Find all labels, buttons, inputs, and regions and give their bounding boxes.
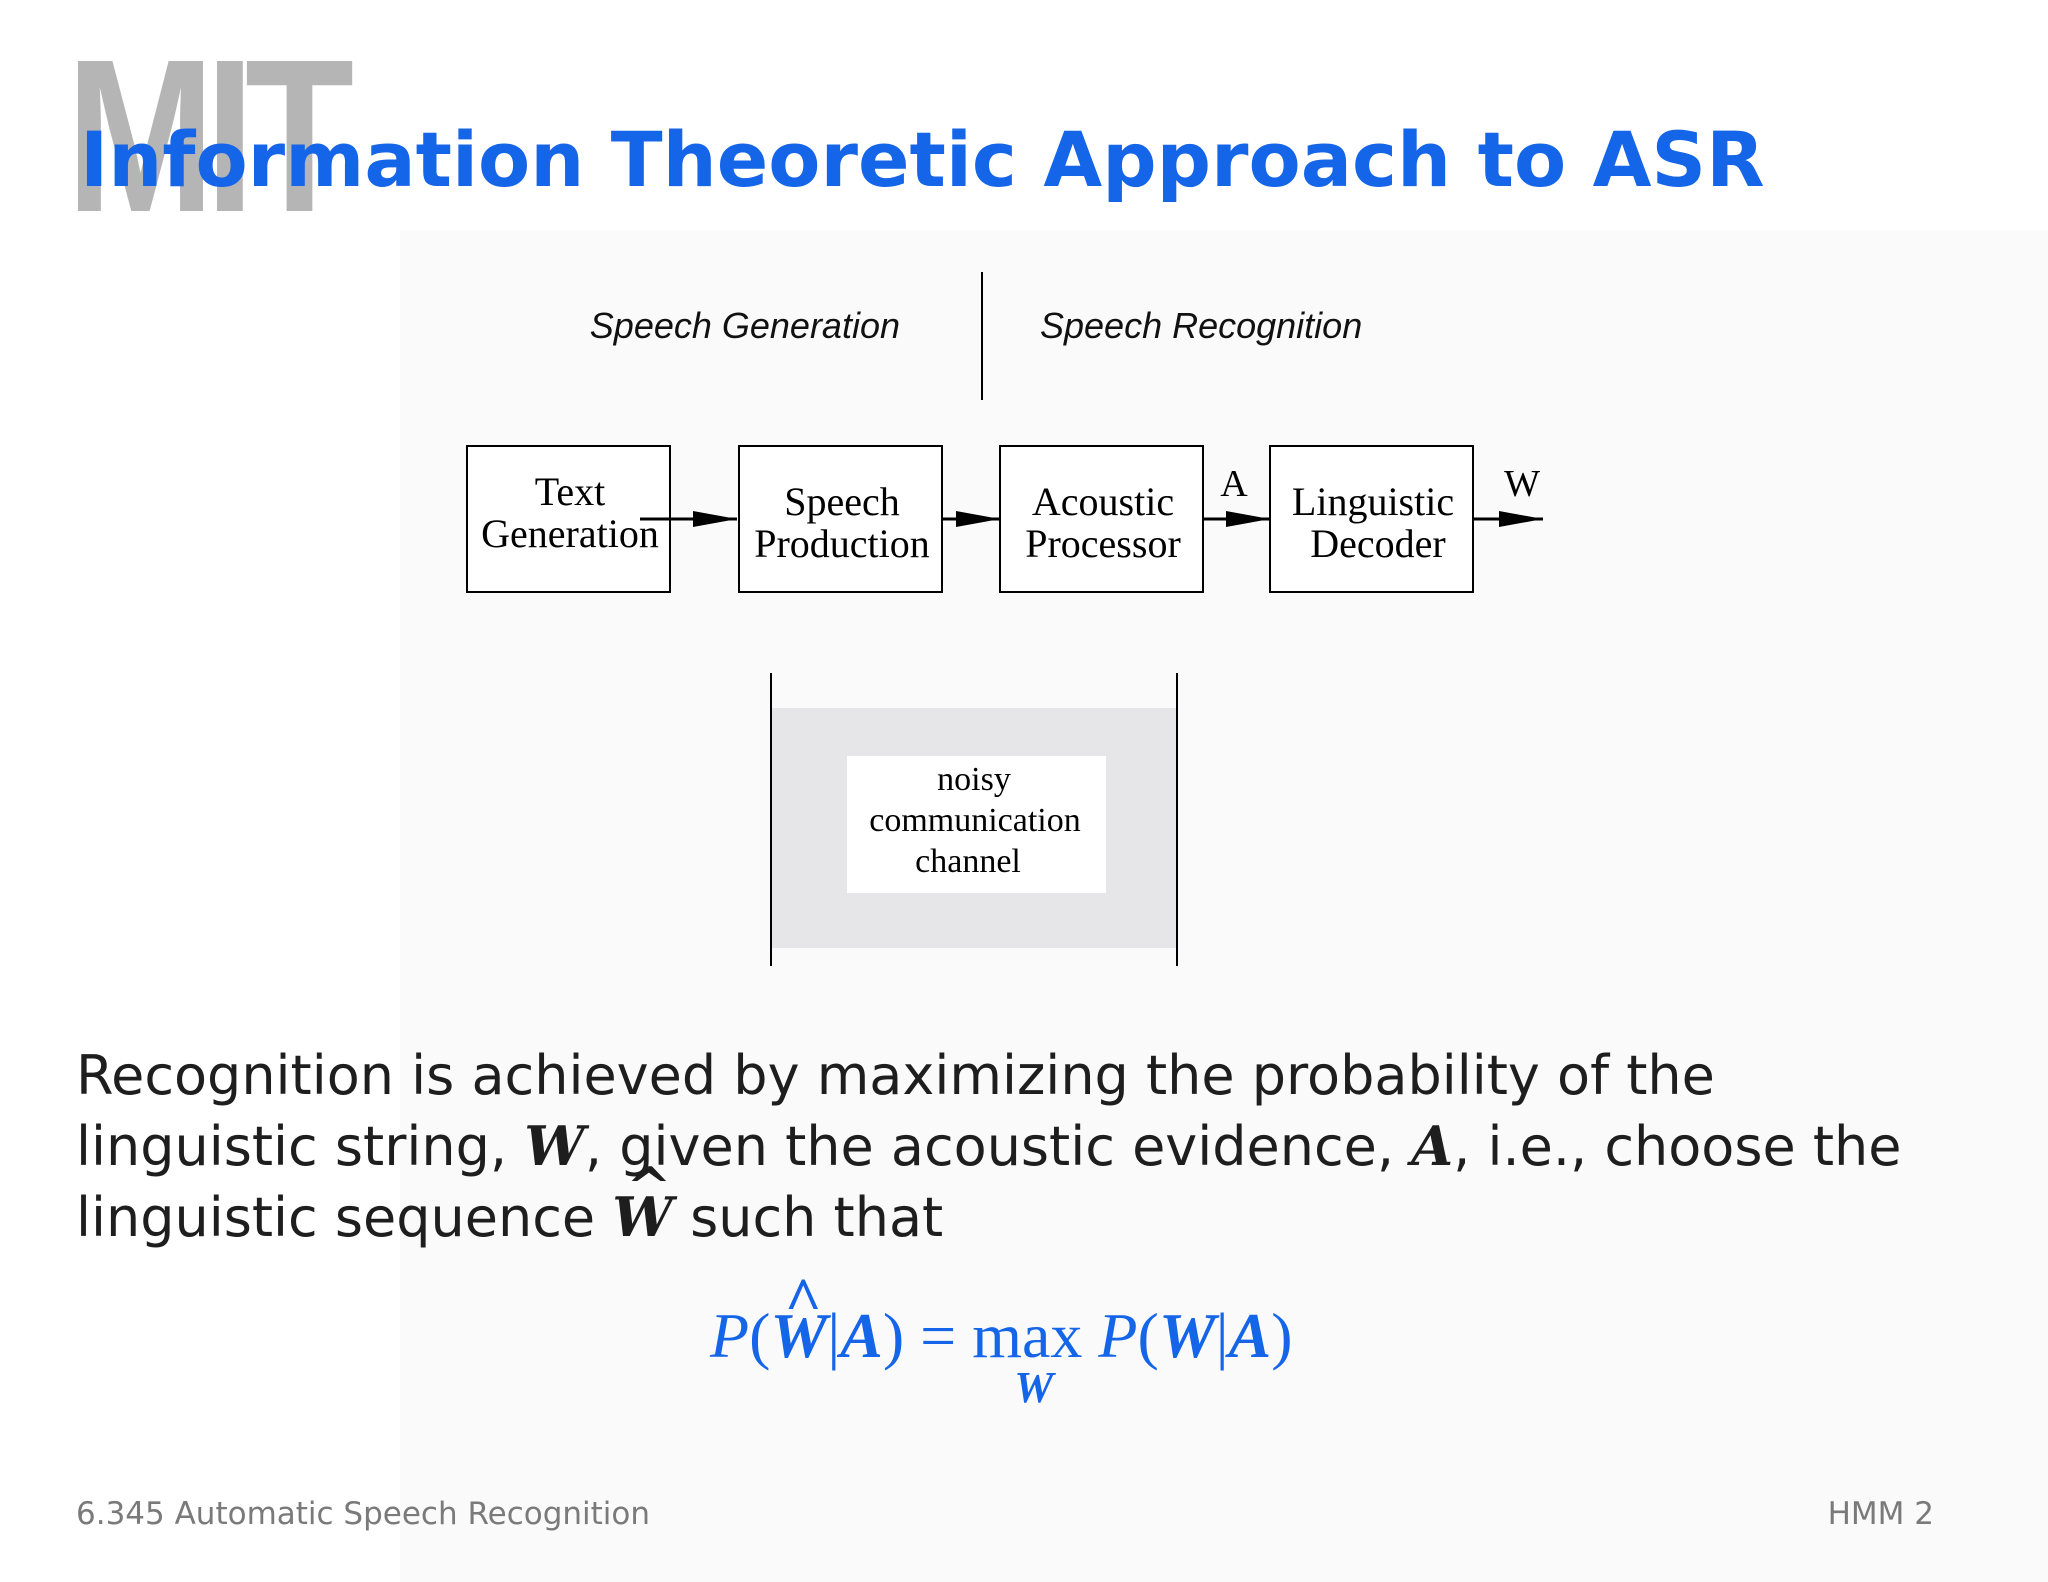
eq-max-label: max [972, 1300, 1083, 1371]
body-line-2-mid: , given the acoustic evidence, [584, 1115, 1412, 1178]
eq-a2: A [1228, 1300, 1272, 1371]
arrow-label-w: W [1504, 463, 1540, 505]
block-speech-production-line1: Speech [784, 479, 900, 524]
eq-open: ( [749, 1300, 771, 1371]
speech-recognition-label: Speech Recognition [1040, 305, 1362, 346]
eq-w-hat: ^W [770, 1264, 828, 1376]
speech-generation-label: Speech Generation [590, 305, 900, 346]
body-line-3: linguistic sequence ^W such that [76, 1155, 1976, 1253]
hat-accent: ^ [626, 1155, 672, 1219]
eq-w2: W [1158, 1300, 1216, 1371]
block-text-generation-line2: Generation [481, 511, 659, 556]
math-w-hat-letter: W [612, 1185, 673, 1249]
channel-line2: communication [869, 802, 1081, 839]
math-w: W [524, 1114, 585, 1178]
body-line-2: linguistic string, W, given the acoustic… [76, 1111, 1976, 1182]
body-line-2-pre: linguistic string, [76, 1115, 525, 1178]
body-line-3-post: such that [672, 1186, 944, 1249]
body-line-1: Recognition is achieved by maximizing th… [76, 1044, 1715, 1107]
eq-close2: ) [1271, 1300, 1293, 1371]
slide-title: Information Theoretic Approach to ASR [80, 115, 1765, 204]
eq-w-hat-letter: W [770, 1300, 828, 1371]
block-speech-production-line2: Production [754, 521, 930, 566]
block-linguistic-decoder-line1: Linguistic [1292, 479, 1454, 524]
arrow-label-a: A [1220, 463, 1248, 505]
block-text-generation-line1: Text [535, 469, 606, 514]
body-line-3-pre: linguistic sequence [76, 1186, 613, 1249]
eq-hat-accent: ^ [784, 1264, 821, 1335]
eq-p2: P [1098, 1300, 1138, 1371]
block-linguistic-decoder: Linguistic Decoder [1269, 445, 1474, 593]
footer-course: 6.345 Automatic Speech Recognition [76, 1496, 651, 1532]
body-paragraph: Recognition is achieved by maximizing th… [76, 1040, 1976, 1253]
eq-p: P [710, 1300, 750, 1371]
block-text-generation: Text Generation [466, 445, 671, 593]
eq-bar: | [827, 1300, 841, 1371]
math-a: A [1411, 1114, 1454, 1178]
body-line-2-post: , i.e., choose the [1453, 1115, 1902, 1178]
block-acoustic-processor-line1: Acoustic [1032, 479, 1174, 524]
channel-line1: noisy [937, 761, 1011, 798]
eq-open2: ( [1137, 1300, 1159, 1371]
block-linguistic-decoder-line2: Decoder [1310, 521, 1445, 566]
channel-label-box [847, 756, 1106, 893]
asr-diagram: Speech Generation Speech Recognition Tex… [466, 272, 1543, 966]
eq-bar2: | [1215, 1300, 1229, 1371]
block-acoustic-processor-line2: Processor [1025, 521, 1181, 566]
eq-equals: = [904, 1300, 973, 1371]
footer-page: HMM 2 [1827, 1496, 1934, 1532]
eq-max-sub: W [1014, 1363, 1054, 1412]
eq-close: ) [882, 1300, 905, 1371]
background-panel [400, 230, 2048, 1582]
block-speech-production: Speech Production [738, 445, 943, 593]
channel-line3: channel [915, 843, 1021, 880]
block-acoustic-processor: Acoustic Processor [999, 445, 1204, 593]
mit-logo: MIT [66, 15, 354, 258]
math-w-hat: ^W [612, 1155, 673, 1253]
eq-a: A [840, 1300, 883, 1371]
